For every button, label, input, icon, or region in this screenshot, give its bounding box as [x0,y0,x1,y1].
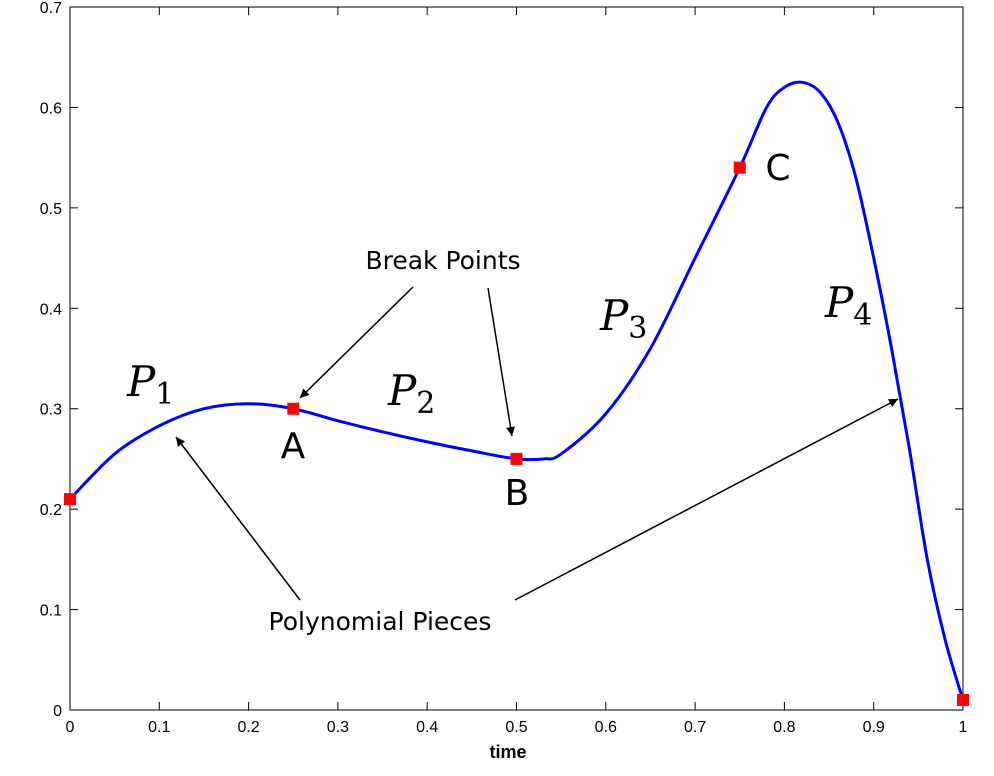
x-tick-label: 0.4 [416,719,438,736]
x-tick-label: 0.9 [863,719,885,736]
polynomial-pieces-annotation: Polynomial Pieces [269,607,492,636]
break-point-marker [287,402,300,415]
break-points-annotation: Break Points [365,246,520,275]
plot-frame [69,6,964,711]
y-tick-label: 0.7 [40,0,62,17]
piece-label-p4: P4 [824,278,872,333]
point-label-c: C [765,148,790,189]
arrow-to-p4 [514,398,899,601]
y-tick-label: 0.2 [40,502,62,519]
x-tick-label: 0 [66,719,75,736]
x-tick-label: 0.6 [595,719,617,736]
y-tick-label: 0 [53,703,62,720]
y-tick-label: 0.6 [40,100,62,117]
piece-label-p1: P1 [126,357,174,412]
break-point-marker [64,493,76,506]
y-tick-label: 0.1 [40,603,62,620]
y-tick-label: 0.4 [40,301,62,318]
break-point-markers [64,161,969,706]
piece-label-p3: P3 [599,291,647,346]
x-tick-label: 0.7 [684,719,706,736]
x-axis: 0 0.1 0.2 0.3 0.4 0.5 0.6 0.7 0.8 0.9 1 [66,7,968,736]
piece-label-p2: P2 [387,366,435,421]
x-tick-label: 1 [959,719,968,736]
point-label-a: A [281,426,306,467]
arrow-to-a [299,286,414,399]
arrow-to-p1 [175,436,301,601]
x-tick-label: 0.2 [237,719,259,736]
y-axis: 0 0.1 0.2 0.3 0.4 0.5 0.6 0.7 [40,0,963,720]
x-tick-label: 0.1 [148,719,170,736]
y-tick-label: 0.3 [40,402,62,419]
arrow-to-b [487,287,516,437]
x-tick-label: 0.5 [505,719,527,736]
point-label-b: B [505,473,530,514]
x-tick-label: 0.8 [773,719,795,736]
y-tick-label: 0.5 [40,201,62,218]
break-point-marker [957,693,969,706]
break-point-marker [733,161,746,174]
break-point-marker [510,452,523,465]
x-tick-label: 0.3 [327,719,349,736]
x-axis-label: time [489,742,526,762]
